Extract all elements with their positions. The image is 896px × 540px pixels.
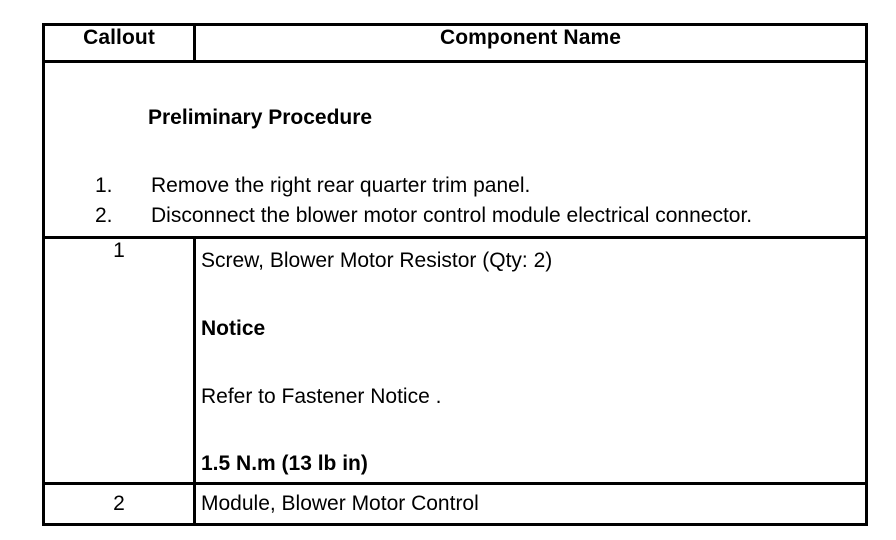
header-component-name: Component Name	[193, 23, 868, 63]
preliminary-procedure-title: Preliminary Procedure	[148, 106, 373, 129]
step-number: 1.	[95, 174, 113, 197]
preliminary-procedure-row: Preliminary Procedure 1. Remove the righ…	[42, 60, 868, 239]
step-number: 2.	[95, 204, 113, 227]
list-item: 1. Remove the right rear quarter trim pa…	[45, 174, 865, 204]
callout-number: 2	[42, 482, 196, 526]
callout-number: 1	[42, 236, 196, 485]
step-text: Remove the right rear quarter trim panel…	[151, 174, 531, 197]
preliminary-procedure-cell: Preliminary Procedure 1. Remove the righ…	[42, 60, 868, 239]
list-item: 2. Disconnect the blower motor control m…	[45, 204, 865, 234]
table-row: 1 Screw, Blower Motor Resistor (Qty: 2) …	[42, 236, 868, 485]
table-row: 2 Module, Blower Motor Control	[42, 482, 868, 526]
component-detail-cell: Module, Blower Motor Control	[193, 482, 868, 526]
component-detail-inner: Screw, Blower Motor Resistor (Qty: 2) No…	[196, 239, 865, 482]
component-detail-cell: Screw, Blower Motor Resistor (Qty: 2) No…	[193, 236, 868, 485]
table-header-row: Callout Component Name	[42, 23, 868, 63]
torque-specification: 1.5 N.m (13 lb in)	[201, 452, 368, 475]
step-text: Disconnect the blower motor control modu…	[151, 204, 753, 227]
component-name: Screw, Blower Motor Resistor (Qty: 2)	[201, 249, 553, 272]
fastener-notice-reference[interactable]: Refer to Fastener Notice .	[201, 385, 442, 408]
notice-label: Notice	[201, 317, 266, 340]
header-callout: Callout	[42, 23, 196, 63]
component-name: Module, Blower Motor Control	[201, 492, 479, 515]
component-callout-table: Callout Component Name Preliminary Proce…	[42, 23, 868, 526]
preliminary-steps-list: 1. Remove the right rear quarter trim pa…	[45, 174, 865, 234]
